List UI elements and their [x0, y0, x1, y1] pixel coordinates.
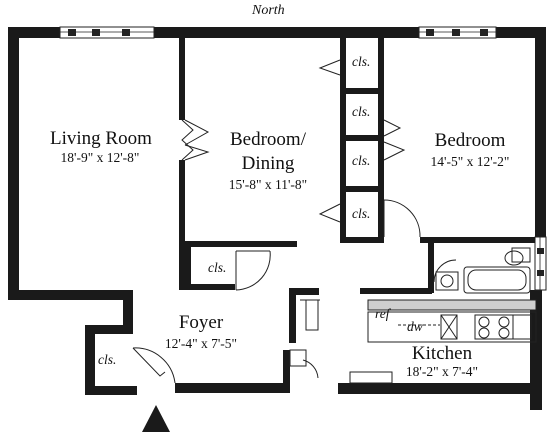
kitchen-counter	[367, 311, 537, 343]
kitchen-small-counter	[289, 349, 307, 367]
wall-top-left	[8, 27, 60, 38]
closet-label-mid-upper: cls.	[352, 104, 371, 119]
wall-right-upper	[535, 27, 546, 237]
wall-closet-column-right-upper	[378, 38, 384, 88]
wall-entry-bottom	[85, 386, 137, 395]
bifold-door	[181, 119, 194, 161]
kitchen-radiator	[349, 371, 393, 384]
interior-walls	[179, 38, 535, 393]
closet-label-mid-lower: cls.	[352, 153, 371, 168]
wall-top-right	[496, 27, 546, 38]
wall-living-bottom	[8, 290, 133, 300]
wall-closet-divider-1	[346, 88, 384, 94]
kitchen-dims: 18'-2" x 7'-4"	[405, 364, 479, 379]
wall-bathroom-bottom-left	[360, 288, 432, 294]
entry-closet-door	[132, 347, 166, 377]
wall-closet-column-right-mid2	[378, 141, 384, 186]
wall-foyer-closet-bottom	[185, 284, 235, 290]
wall-bedroom-bottom	[420, 237, 535, 243]
bedroom-name: Bedroom	[434, 130, 506, 151]
closet-door-top	[318, 59, 341, 76]
window-living-room	[59, 26, 155, 39]
dishwasher-box	[440, 314, 458, 340]
wall-closet-divider-3	[346, 186, 384, 192]
wall-bedroom-dining-bottom	[185, 241, 297, 247]
kitchen-name: Kitchen	[411, 343, 473, 364]
bedroom-dims: 14'-5" x 12'-2"	[430, 154, 510, 169]
bedroom-door-swing	[383, 199, 421, 238]
wall-kitchen-bottom	[338, 383, 538, 394]
bathroom-fixtures	[435, 247, 531, 294]
living-room-dims: 18'-9" x 12'-8"	[60, 150, 140, 165]
refrigerator-label: ref	[375, 306, 390, 321]
wall-closet-column-right-lower	[378, 192, 384, 243]
toilet-bowl	[504, 250, 524, 266]
wall-left	[8, 27, 19, 300]
wall-kitchen-partition	[289, 288, 296, 343]
exterior-walls	[8, 27, 546, 410]
wall-living-partition-lower	[179, 160, 185, 290]
wall-kitchen-top-left	[289, 288, 319, 295]
wall-kitchen-partition-lower	[283, 350, 290, 393]
wall-foyer-bottom	[175, 383, 283, 393]
closet-door-mid-upper	[383, 119, 402, 137]
wall-foyer-left	[123, 296, 133, 334]
wall-living-partition-upper	[179, 38, 185, 120]
foyer-closet-door-swing	[235, 250, 271, 291]
dishwasher-label: dw	[407, 319, 423, 334]
north-label: North	[252, 3, 285, 18]
wall-entry-top	[85, 325, 133, 334]
kitchen-fixtures	[289, 299, 537, 384]
bathtub	[463, 266, 531, 294]
entry-arrow-icon	[142, 405, 170, 432]
closet-label-top: cls.	[352, 54, 371, 69]
bedroom-dining-name-line2: Dining	[241, 153, 295, 174]
wall-closet-column-bottom	[340, 237, 384, 243]
pantry-shelf	[305, 299, 319, 331]
sink	[435, 271, 459, 291]
kitchen-door-swing	[302, 359, 319, 379]
foyer-dims: 12'-4" x 7'-5"	[164, 336, 238, 351]
closet-door-mid	[383, 141, 406, 161]
closet-label-foyer: cls.	[208, 260, 227, 275]
wall-bathroom-left	[428, 243, 434, 293]
living-room-name: Living Room	[50, 128, 152, 149]
kitchen-upper-counter	[367, 299, 537, 311]
doors	[132, 59, 457, 384]
wall-top-middle	[154, 27, 419, 38]
bathroom-door-swing	[433, 259, 457, 283]
front-door-swing	[132, 347, 176, 384]
wall-entry-left	[85, 325, 95, 395]
closet-label-entry: cls.	[98, 352, 117, 367]
bedroom-dining-name-line1: Bedroom/	[230, 129, 306, 150]
wall-foyer-closet-left	[185, 247, 191, 290]
wall-right-lower	[530, 290, 542, 410]
window-bathroom	[534, 236, 547, 291]
foyer-name: Foyer	[178, 312, 224, 333]
toilet-tank	[511, 247, 531, 263]
closet-label-lower: cls.	[352, 206, 371, 221]
wall-closet-divider-2	[346, 135, 384, 141]
closet-door-lower	[318, 203, 341, 223]
wall-closet-column-left	[340, 38, 346, 243]
bedroom-dining-dims: 15'-8" x 11'-8"	[228, 177, 308, 192]
wall-closet-column-right-mid	[378, 94, 384, 135]
